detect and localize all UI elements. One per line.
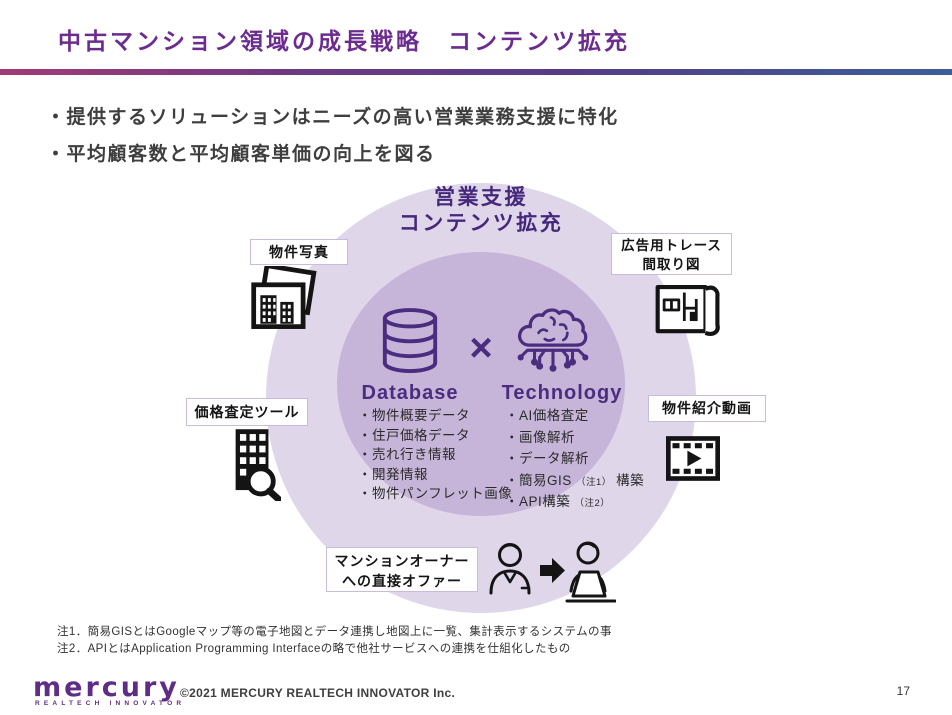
- floorplan-icon: [654, 279, 722, 346]
- mercury-logo-tagline: REALTECH INNOVATOR: [35, 700, 186, 707]
- multiply-sign: ×: [469, 326, 493, 370]
- database-item: ・売れ行き情報: [358, 447, 456, 462]
- page-number: 17: [896, 684, 910, 698]
- copyright-text: ©2021 MERCURY REALTECH INNOVATOR Inc.: [180, 686, 456, 700]
- video-film-icon: [666, 436, 720, 486]
- price-assessment-icon: [225, 427, 283, 506]
- tag-property-video: 物件紹介動画: [648, 395, 766, 422]
- footnote-2: 注2．APIとはApplication Programming Interfac…: [57, 643, 571, 655]
- diagram-title-line1: 営業支援: [434, 186, 528, 209]
- tag-price-assessment-tool: 価格査定ツール: [186, 398, 308, 426]
- database-item: ・物件概要データ: [358, 408, 470, 423]
- technology-item: ・AI価格査定: [505, 408, 589, 423]
- tag-ad-trace-floorplan: 広告用トレース 間取り図: [611, 233, 732, 275]
- database-item: ・住戸価格データ: [358, 427, 470, 443]
- title-divider-gradient: [0, 69, 952, 75]
- diagram-title-line2: コンテンツ拡充: [398, 212, 564, 235]
- ai-brain-icon: [514, 302, 592, 381]
- owner-offer-people-icon: [484, 541, 617, 612]
- lead-bullet-1: ・提供するソリューションはニーズの高い営業業務支援に特化: [46, 107, 619, 128]
- property-photos-icon: [248, 262, 324, 339]
- inner-circle: [337, 252, 625, 516]
- database-item: ・物件パンフレット画像: [358, 486, 513, 501]
- database-icon: [379, 306, 441, 382]
- database-label: Database: [361, 382, 459, 404]
- diagram-title: 営業支援 コンテンツ拡充: [266, 185, 696, 237]
- database-item: ・開発情報: [358, 466, 428, 482]
- lead-bullet-2: ・平均顧客数と平均顧客単価の向上を図る: [46, 144, 436, 165]
- page-title: 中古マンション領域の成長戦略 コンテンツ拡充: [58, 28, 630, 54]
- lead-bullets: ・提供するソリューションはニーズの高い営業業務支援に特化 ・平均顧客数と平均顧客…: [46, 99, 619, 173]
- database-list: ・物件概要データ ・住戸価格データ ・売れ行き情報 ・開発情報 ・物件パンフレッ…: [358, 406, 512, 504]
- technology-list: ・AI価格査定 ・画像解析 ・データ解析 ・簡易GIS （注1） 構築 ・API…: [505, 406, 644, 514]
- technology-item: ・画像解析: [505, 429, 575, 445]
- mercury-logo: mercury: [33, 672, 180, 703]
- technology-item: ・API構築 （注2）: [505, 494, 611, 509]
- technology-item: ・データ解析: [505, 451, 589, 466]
- footnotes: 注1．簡易GISとはGoogleマップ等の電子地図とデータ連携し地図上に一覧、集…: [57, 624, 612, 658]
- footnote-1: 注1．簡易GISとはGoogleマップ等の電子地図とデータ連携し地図上に一覧、集…: [57, 626, 612, 638]
- technology-item: ・簡易GIS （注1） 構築: [505, 472, 645, 488]
- tag-direct-offer: マンションオーナー への直接オファー: [326, 547, 478, 592]
- tag-property-photo: 物件写真: [250, 239, 348, 265]
- technology-label: Technology: [501, 382, 623, 404]
